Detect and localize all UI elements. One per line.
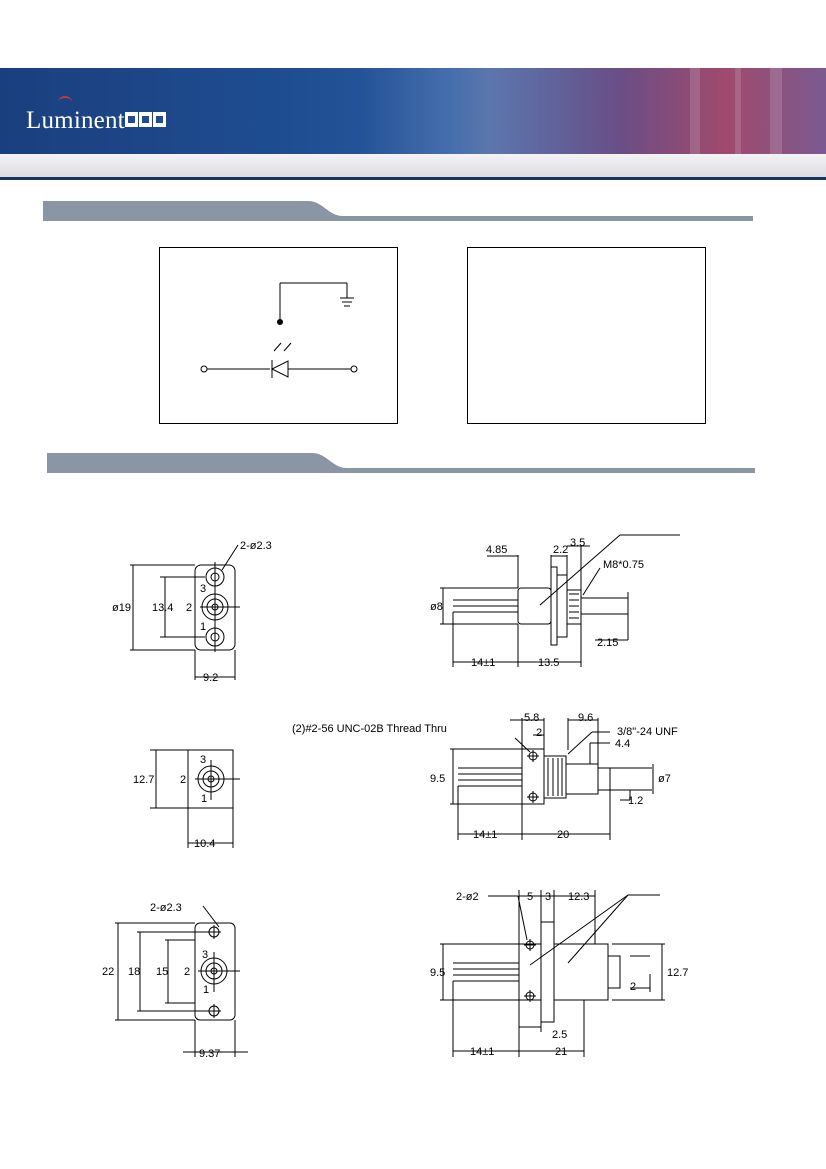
dim-width: 9.37 (199, 1048, 220, 1060)
banner-highlight (360, 68, 620, 154)
pin-label: 2 (180, 774, 186, 786)
dim-length: 5 (527, 891, 533, 903)
dim-height: 12.7 (667, 967, 688, 979)
dim-height: 9.5 (430, 967, 445, 979)
pin-label: 2 (184, 966, 190, 978)
dim-height: 18 (128, 966, 140, 978)
dim-body-length: 13.5 (538, 657, 559, 669)
dim-length: 12.3 (568, 891, 589, 903)
dim-length: 2.5 (552, 1029, 567, 1041)
dim-width: 10.4 (194, 838, 215, 850)
dim-height: 12.7 (133, 774, 154, 786)
header-banner (0, 68, 826, 154)
pin-label: 1 (203, 984, 209, 996)
dim-hole: 2-ø2.3 (150, 902, 182, 914)
dim-diameter: ø19 (112, 602, 131, 614)
pin-label: 3 (202, 949, 208, 961)
photodiode-circuit (200, 282, 358, 378)
banner-stripe (770, 68, 782, 154)
dim-lead-length: 14±1 (470, 1046, 494, 1058)
dim-screw: (2)#2-56 UNC-02B Thread Thru (292, 723, 447, 735)
dim-thread: M8*0.75 (603, 559, 644, 571)
dim-length: 5.8 (524, 712, 539, 724)
dim-hole: 2-ø2 (456, 891, 479, 903)
dim-lead-length: 14±1 (473, 829, 497, 841)
dim-height: 22 (102, 966, 114, 978)
dim-diameter: ø8 (430, 601, 443, 613)
banner-stripe (735, 68, 741, 154)
logo-swoosh-icon (58, 96, 72, 108)
dim-length: 3 (545, 891, 551, 903)
dim-body-length: 20 (557, 829, 569, 841)
dim-length: 3.5 (570, 537, 585, 549)
dim-diameter: ø7 (658, 773, 671, 785)
section-bar-circuit (43, 201, 753, 221)
dim-height: 9.5 (430, 773, 445, 785)
dim-length: 2.2 (553, 544, 568, 556)
company-logo: Luminent (26, 107, 125, 134)
dim-offset: 1.2 (628, 795, 643, 807)
dim-length: 9.6 (578, 712, 593, 724)
dim-length: 4.4 (615, 738, 630, 750)
pin-label: 1 (201, 793, 207, 805)
pin-label: 3 (200, 754, 206, 766)
logo-mark-icon (125, 112, 166, 127)
pin-label: 2 (186, 602, 192, 614)
dim-body-length: 21 (555, 1046, 567, 1058)
pin-assignment-box (467, 247, 706, 424)
dim-thread: 3/8"-24 UNF (617, 726, 678, 738)
header-subbar (0, 154, 826, 180)
circuit-diagram-box (159, 247, 398, 424)
dim-pitch: 13.4 (152, 602, 173, 614)
section-bar-dimensions (47, 453, 755, 473)
dim-length: 4.85 (486, 544, 507, 556)
dim-offset: 2 (630, 981, 636, 993)
pin-label: 1 (200, 621, 206, 633)
dim-lead-length: 14±1 (471, 657, 495, 669)
dim-offset: 2.15 (597, 637, 618, 649)
pin-label: 3 (200, 583, 206, 595)
dim-width: 9.2 (203, 672, 218, 684)
dim-height: 15 (156, 966, 168, 978)
dim-length: 2 (536, 727, 542, 739)
dim-hole: 2-ø2.3 (240, 540, 272, 552)
banner-stripe (690, 68, 700, 154)
